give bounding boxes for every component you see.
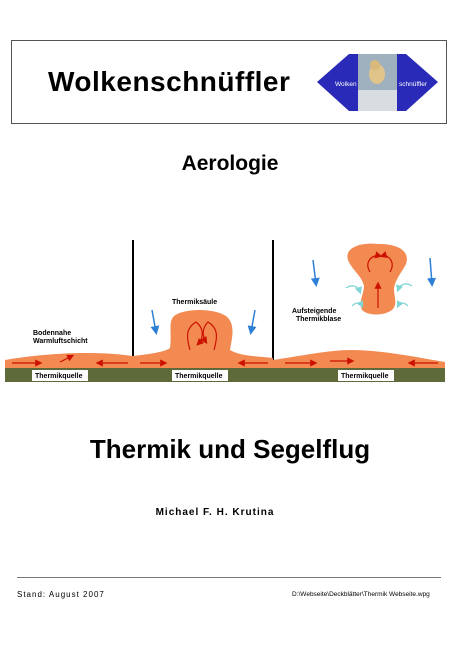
logo-left-text: Wolken: [335, 81, 357, 88]
logo: Wolken schnüffler: [317, 54, 438, 111]
panel3-caption-line2: Thermikblase: [296, 316, 341, 323]
logo-right-text: schnüffler: [399, 81, 428, 88]
footer-rule: [17, 577, 441, 578]
thermal-bubble: [347, 243, 407, 315]
warm-layer-3: [273, 350, 445, 368]
main-title: Thermik und Segelflug: [89, 434, 371, 464]
footer-file-path: D:\Webseite\Deckblätter\Thermik Webseite…: [292, 591, 430, 598]
panel1-caption-line1: Bodennahe: [33, 330, 71, 337]
panel1-caption-line2: Warmluftschicht: [33, 338, 88, 345]
panel1-heat-source: Thermikquelle: [35, 373, 83, 380]
panel3-heat-source: Thermikquelle: [341, 373, 389, 380]
footer-date: Stand: August 2007: [17, 590, 105, 599]
author: Michael F. H. Krutina: [155, 507, 275, 518]
panel2-heat-source: Thermikquelle: [175, 373, 223, 380]
header-title: Wolkenschnüffler: [48, 66, 291, 97]
thermal-diagram: Bodennahe Warmluftschicht Thermikquelle …: [5, 240, 445, 382]
section-title: Aerologie: [181, 152, 279, 175]
warm-layer-1: [5, 353, 133, 368]
panel2-caption: Thermiksäule: [172, 299, 217, 306]
header-box: Wolkenschnüffler Wolken schnüffler: [11, 40, 447, 124]
panel3-caption-line1: Aufsteigende: [292, 308, 336, 315]
